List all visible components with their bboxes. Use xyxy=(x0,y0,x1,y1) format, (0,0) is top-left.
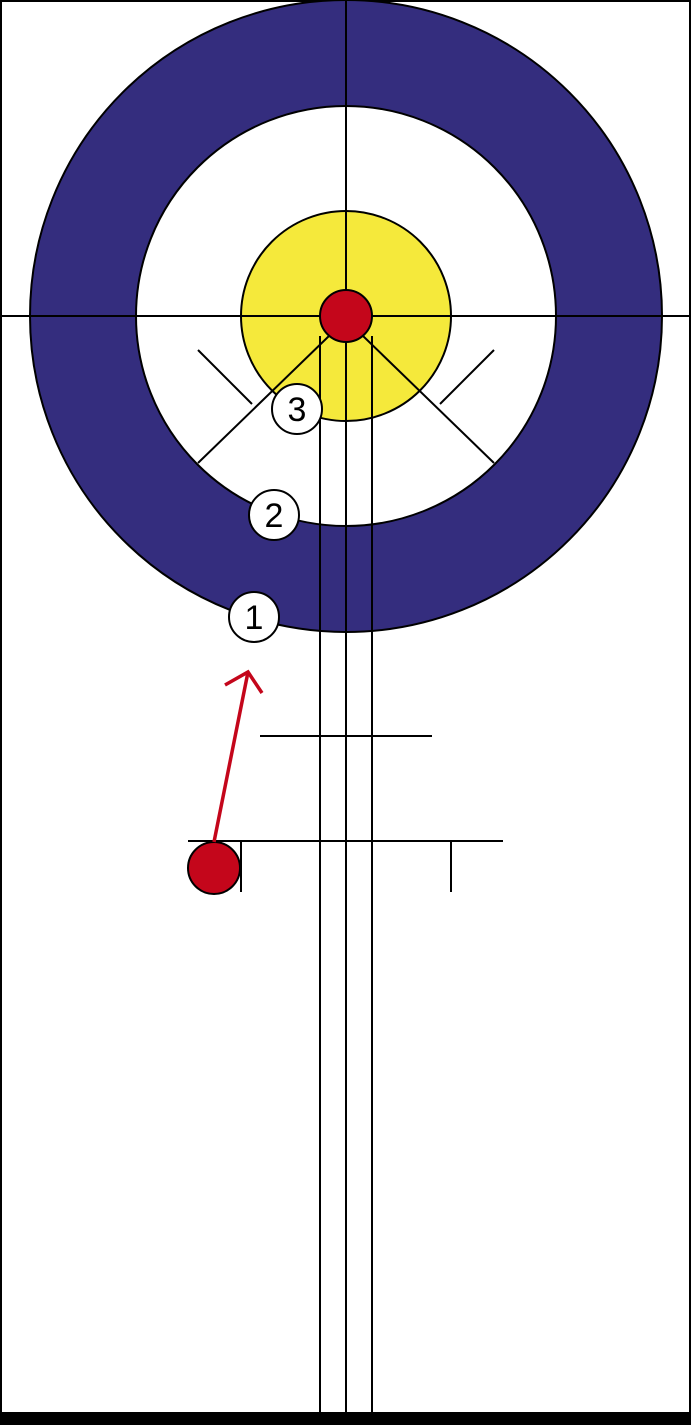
marker-1: 1 xyxy=(228,591,280,643)
stone-on-button xyxy=(319,289,373,343)
marker-3-label: 3 xyxy=(288,391,307,429)
marker-3: 3 xyxy=(271,383,323,435)
marker-2-label: 2 xyxy=(265,497,284,535)
marker-2: 2 xyxy=(248,489,300,541)
diagonal-line-right-inner xyxy=(361,334,495,464)
marker-1-circle xyxy=(228,591,280,643)
diagonal-line-left-inner xyxy=(197,334,331,464)
diagonal-line-left-outer xyxy=(197,349,253,405)
diagonal-line-right-outer xyxy=(439,349,495,405)
stone-delivered xyxy=(187,841,241,895)
arrow-shaft xyxy=(212,671,250,843)
marker-2-circle xyxy=(248,489,300,541)
sheet-bottom-edge xyxy=(0,1412,691,1425)
marker-3-circle xyxy=(271,383,323,435)
marker-1-label: 1 xyxy=(245,599,264,637)
arrow-head xyxy=(224,669,264,694)
